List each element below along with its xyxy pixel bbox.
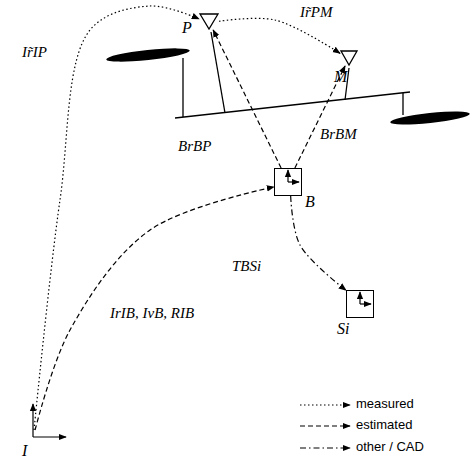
legend-sample	[300, 425, 350, 426]
left-propeller	[106, 46, 191, 65]
vector-connector	[35, 187, 274, 430]
vector-label: TBSi	[230, 258, 263, 275]
frame-label: Si	[337, 320, 349, 338]
inertial-frame: I	[29, 430, 38, 439]
marker-triangle	[340, 50, 358, 66]
axis-arrow	[360, 303, 371, 304]
left-mast	[182, 58, 183, 117]
vector-label: BrBP	[176, 138, 213, 155]
connector-layer	[34, 6, 346, 430]
marker-outline	[200, 14, 218, 29]
frame-label: I	[22, 442, 27, 460]
legend-samples	[300, 405, 350, 448]
legend-text: measured	[356, 397, 414, 411]
marker-m: M	[340, 50, 358, 66]
legend-sample	[300, 447, 350, 448]
vector-connector	[213, 30, 281, 168]
vector-connector	[219, 18, 340, 53]
body-frame: B	[274, 168, 302, 196]
vector-label: IrIB, IvB, RIB	[108, 305, 196, 322]
frame-label: M	[334, 68, 347, 86]
axis-arrow	[32, 404, 33, 437]
marker-p: P	[199, 13, 219, 30]
right-propeller	[390, 109, 471, 127]
axis-arrow	[359, 292, 360, 304]
frame-axes	[33, 170, 371, 437]
vector-label: BrBM	[318, 126, 359, 143]
marker-stick	[211, 32, 225, 113]
frame-label: B	[305, 193, 315, 211]
legend-sample	[300, 404, 350, 405]
frame-label: P	[182, 19, 192, 37]
right-mast	[402, 93, 403, 115]
marker-triangle	[199, 13, 219, 30]
drone-illustration	[106, 32, 471, 127]
vector-connector	[291, 196, 346, 290]
vector-label: Ir̃PM	[298, 4, 335, 21]
axis-arrow	[288, 181, 299, 182]
axis-arrow	[287, 170, 288, 182]
legend-text: estimated	[356, 418, 412, 432]
axis-arrow	[33, 436, 66, 437]
legend-text: other / CAD	[356, 440, 424, 454]
vector-label: Ir̃IP	[20, 44, 49, 61]
drone-body	[175, 92, 410, 118]
sensor-frame: Si	[346, 290, 374, 318]
marker-outline	[341, 51, 357, 65]
vector-connector	[34, 6, 199, 430]
